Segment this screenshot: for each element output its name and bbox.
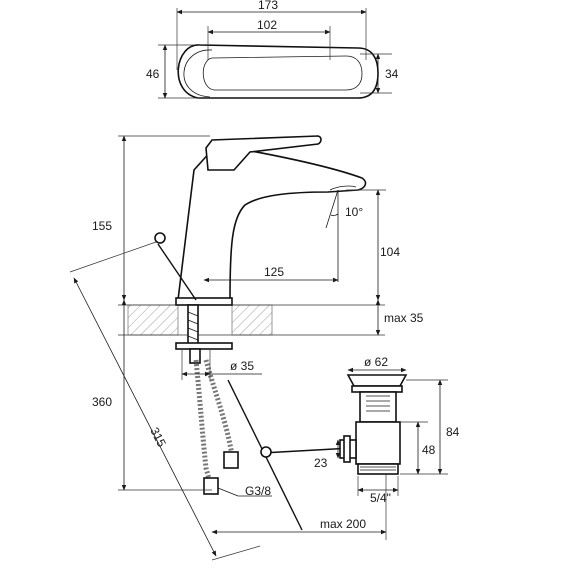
countertop-hatch-left [127, 304, 179, 336]
faucet-aerator [329, 185, 357, 191]
dim-spout-clearance: 104 [380, 245, 400, 259]
dim-spout-angle: 10° [345, 205, 363, 219]
faucet-handle [205, 135, 322, 171]
dim-line-315 [73, 277, 217, 557]
faucet-base-plate [175, 297, 233, 306]
dim-hole-diameter: ø 35 [230, 359, 254, 373]
top-view-handle-inner [202, 55, 363, 91]
dim-top-height-left: 46 [146, 67, 160, 81]
waste-assembly [339, 374, 408, 475]
countertop-hatch-right [231, 304, 273, 336]
mounting-nut [175, 342, 233, 350]
hose-nut-left [203, 477, 219, 495]
dim-top-height-right: 34 [385, 67, 399, 81]
waste-cap [346, 374, 408, 387]
faucet-body [177, 149, 367, 301]
dim-waste-height: 84 [446, 425, 460, 439]
dim-spout-height: 155 [92, 219, 112, 233]
countertop-section [118, 304, 385, 336]
pull-rod-knob [154, 232, 166, 244]
spout-angle-line [325, 189, 339, 229]
dim-pull-rod-max: max 200 [320, 517, 366, 531]
waste-flange [351, 385, 403, 393]
dim-total-height: 360 [92, 395, 112, 409]
popup-clamp [260, 446, 272, 458]
dim-waste-body-height: 48 [422, 443, 436, 457]
top-view-base-ring [183, 49, 213, 98]
hose-left [193, 359, 215, 491]
waste-body-lower [355, 421, 401, 465]
dim-max-deck: max 35 [384, 311, 424, 325]
dim-spout-reach: 125 [264, 265, 284, 279]
waste-thread [357, 463, 399, 475]
dim-hose-length: 315 [147, 425, 169, 449]
dim-waste-thread: 5/4" [370, 491, 391, 505]
waste-body-upper [359, 391, 397, 423]
dim-hose-thread: G3/8 [245, 484, 271, 498]
dim-waste-offset: 23 [314, 456, 328, 470]
faucet [154, 135, 367, 364]
popup-linkage [261, 447, 353, 454]
dim-waste-diameter: ø 62 [364, 355, 388, 369]
top-view: 173 102 46 34 [146, 0, 399, 99]
dim-top-width-handle: 102 [257, 18, 277, 32]
supply-hoses [193, 359, 353, 531]
hose-nut-right [223, 451, 239, 469]
top-view-handle-outline [177, 44, 379, 99]
dim-top-width-total: 173 [258, 0, 278, 12]
side-dimensions: 155 360 315 104 10° 125 max 35 ø 35 [69, 135, 460, 561]
